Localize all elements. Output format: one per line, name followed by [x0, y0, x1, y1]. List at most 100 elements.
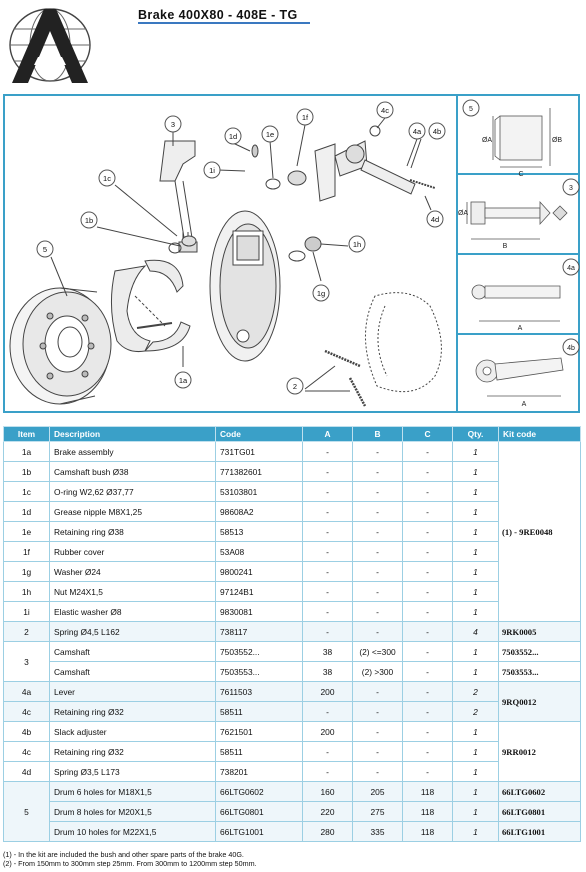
cell-kit-code: 7503553...: [498, 661, 581, 682]
cell-code: 66LTG1001: [215, 821, 303, 842]
panel-4a-drawing: [471, 284, 561, 322]
svg-text:4c: 4c: [381, 106, 389, 115]
cell-qty: 1: [452, 521, 499, 542]
cell-description: Spring Ø3,5 L173: [49, 761, 216, 782]
svg-text:1i: 1i: [209, 166, 215, 175]
callout-2: 2: [286, 377, 304, 395]
cell-c: -: [402, 461, 453, 482]
cell-c: 118: [402, 801, 453, 822]
cell-code: 53A08: [215, 541, 303, 562]
cell-item: 4a: [3, 681, 50, 702]
cell-qty: 1: [452, 721, 499, 742]
cell-code: 58511: [215, 741, 303, 762]
footnotes: (1) - In the kit are included the bush a…: [3, 850, 257, 868]
cell-a: -: [302, 601, 353, 622]
cell-b: -: [352, 581, 403, 602]
cell-b: -: [352, 541, 403, 562]
cell-b: -: [352, 561, 403, 582]
cell-description: O-ring W2,62 Ø37,77: [49, 481, 216, 502]
cell-qty: 1: [452, 461, 499, 482]
cell-c: -: [402, 701, 453, 722]
cell-c: -: [402, 661, 453, 682]
cell-code: 66LTG0801: [215, 801, 303, 822]
dim-3-b: B: [503, 243, 508, 250]
cell-description: Camshaft: [49, 661, 216, 682]
cell-item: 4c: [3, 741, 50, 762]
cell-description: Drum 8 holes for M20X1,5: [49, 801, 216, 822]
cell-a: -: [302, 581, 353, 602]
cell-kit-code: 9RK0005: [498, 621, 581, 642]
cell-a: -: [302, 461, 353, 482]
cell-code: 66LTG0602: [215, 781, 303, 802]
parts-table: Item Description Code A B C Qty. Kit cod…: [3, 426, 581, 842]
cell-qty: 4: [452, 621, 499, 642]
cell-qty: 1: [452, 501, 499, 522]
cell-item: 1e: [3, 521, 50, 542]
cell-kit-code: (1) - 9RE0048: [498, 441, 581, 622]
cell-b: -: [352, 701, 403, 722]
cell-a: -: [302, 481, 353, 502]
cell-item: 1f: [3, 541, 50, 562]
cell-code: 738117: [215, 621, 303, 642]
cell-b: -: [352, 501, 403, 522]
cell-c: -: [402, 541, 453, 562]
cell-a: -: [302, 441, 353, 462]
page-title: Brake 400X80 - 408E - TG: [138, 8, 298, 22]
cell-item: 4d: [3, 761, 50, 782]
cell-c: -: [402, 481, 453, 502]
dim-4b-a: A: [522, 401, 527, 408]
cell-a: -: [302, 621, 353, 642]
cell-c: -: [402, 441, 453, 462]
cell-a: 280: [302, 821, 353, 842]
cell-b: -: [352, 521, 403, 542]
cell-a: -: [302, 561, 353, 582]
cell-item: 1c: [3, 481, 50, 502]
cell-c: 118: [402, 781, 453, 802]
svg-text:4b: 4b: [433, 127, 441, 136]
cell-a: 200: [302, 681, 353, 702]
callout-1f: 1f: [296, 108, 314, 126]
header-code: Code: [215, 426, 303, 442]
callout-1d: 1d: [224, 127, 242, 145]
cell-a: 220: [302, 801, 353, 822]
dim-4a-a: A: [518, 325, 523, 332]
panel-label-5: 5: [462, 99, 480, 117]
cell-b: 335: [352, 821, 403, 842]
svg-text:5: 5: [43, 245, 47, 254]
cell-b: (2) <=300: [352, 641, 403, 662]
cell-a: 38: [302, 641, 353, 662]
cell-b: -: [352, 601, 403, 622]
cell-code: 738201: [215, 761, 303, 782]
callout-1i: 1i: [203, 161, 221, 179]
title-underline: [138, 22, 310, 24]
cell-code: 9830081: [215, 601, 303, 622]
cell-b: -: [352, 481, 403, 502]
cell-c: -: [402, 641, 453, 662]
cell-qty: 1: [452, 441, 499, 462]
cell-kit-code: 9RR0012: [498, 721, 581, 782]
cell-qty: 1: [452, 781, 499, 802]
cell-description: Camshaft bush Ø38: [49, 461, 216, 482]
cell-code: 7611503: [215, 681, 303, 702]
callout-5: 5: [36, 240, 54, 258]
cell-qty: 1: [452, 741, 499, 762]
table-header-row: Item Description Code A B C Qty. Kit cod…: [3, 426, 581, 442]
dim-5-ob: ØB: [552, 137, 562, 144]
footnote-1: (1) - In the kit are included the bush a…: [3, 850, 244, 859]
drum-drawing: [9, 287, 112, 405]
callout-3: 3: [164, 115, 182, 133]
cell-item: 1a: [3, 441, 50, 462]
cell-b: (2) >300: [352, 661, 403, 682]
svg-text:3: 3: [569, 185, 573, 192]
svg-text:4a: 4a: [413, 127, 422, 136]
cell-a: 38: [302, 661, 353, 682]
svg-text:3: 3: [171, 120, 175, 129]
cell-code: 7621501: [215, 721, 303, 742]
